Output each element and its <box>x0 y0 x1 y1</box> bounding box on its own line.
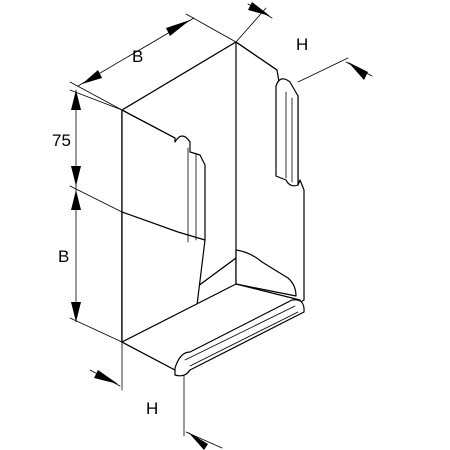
label-side-75: 75 <box>52 131 71 150</box>
label-side-b: B <box>58 247 69 266</box>
arrow-top-b-right <box>166 20 190 36</box>
arrow-b-bot <box>71 302 81 322</box>
lip-inner-line <box>184 305 296 361</box>
ext-top-h-right <box>297 57 349 83</box>
arrow-bottom-h-a <box>94 370 118 384</box>
arrow-b-top <box>71 190 81 210</box>
label-bottom-height: H <box>146 399 158 418</box>
label-top-width: B <box>132 47 143 66</box>
label-top-height: H <box>296 35 308 54</box>
ext-top-left <box>69 81 123 111</box>
arrow-75-top <box>71 90 81 110</box>
arrow-top-h-a <box>248 2 270 16</box>
ext-top-right <box>185 13 237 43</box>
part-outline <box>121 41 305 377</box>
ext-left-mid <box>69 185 123 213</box>
rolled-lip <box>174 299 305 377</box>
arrow-bottom-h-b <box>188 432 208 450</box>
dimension-lines <box>69 2 373 450</box>
lip-inner-line-2 <box>189 311 299 367</box>
arrow-top-b-left <box>82 70 102 84</box>
ext-left-top <box>69 89 123 111</box>
top-edge <box>121 109 176 139</box>
arrow-top-h-b <box>348 62 368 80</box>
dimension-labels: B H 75 B H <box>52 35 308 418</box>
back-rib <box>275 78 299 187</box>
ext-top-h-left <box>235 7 267 43</box>
inner-gusset <box>235 249 297 297</box>
arrow-75-bot <box>71 166 81 186</box>
ext-left-bot <box>69 317 123 343</box>
back-top-edge <box>235 41 278 71</box>
